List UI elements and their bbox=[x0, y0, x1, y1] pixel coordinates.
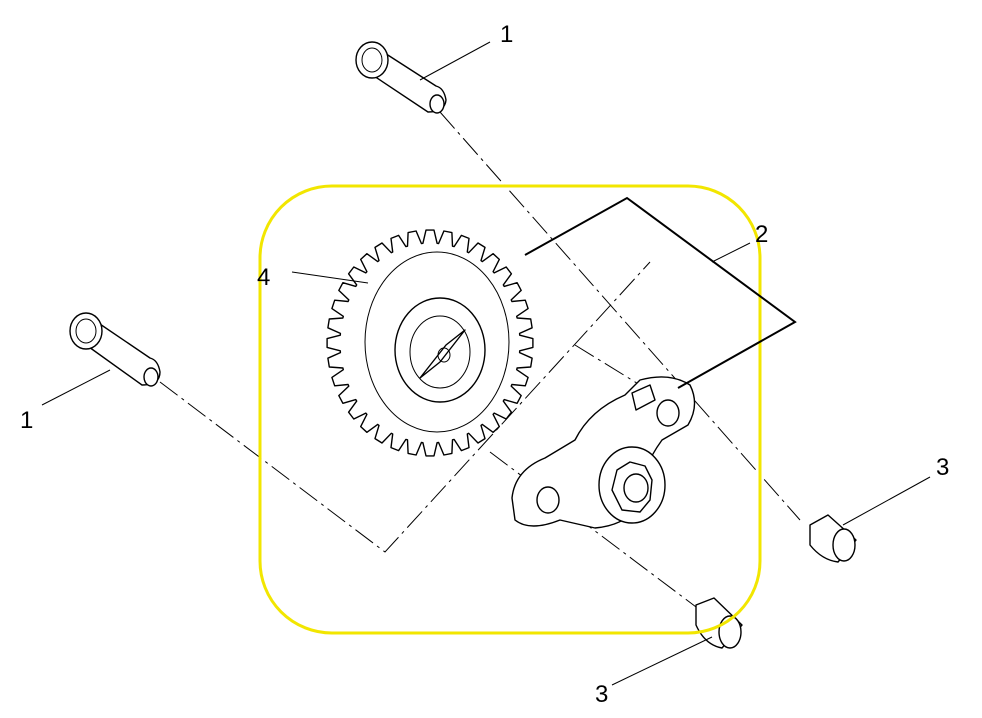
bushing-right bbox=[809, 514, 857, 563]
highlight-box bbox=[258, 184, 762, 635]
callout-pin-left: 1 bbox=[20, 407, 33, 434]
callout-gear: 4 bbox=[257, 264, 270, 291]
leader-lines bbox=[41, 41, 931, 686]
assembly-bracket bbox=[524, 196, 797, 389]
callout-bushing-bottom: 3 bbox=[595, 681, 608, 708]
gear bbox=[326, 229, 534, 457]
pin-top bbox=[355, 41, 447, 114]
bushing-bottom bbox=[695, 597, 743, 649]
callout-pin-top: 1 bbox=[500, 21, 513, 48]
pin-left bbox=[69, 312, 161, 387]
oil-pump-body bbox=[511, 376, 696, 529]
callout-oil-pump-assembly: 2 bbox=[755, 221, 768, 248]
callout-bushing-right: 3 bbox=[936, 454, 949, 481]
